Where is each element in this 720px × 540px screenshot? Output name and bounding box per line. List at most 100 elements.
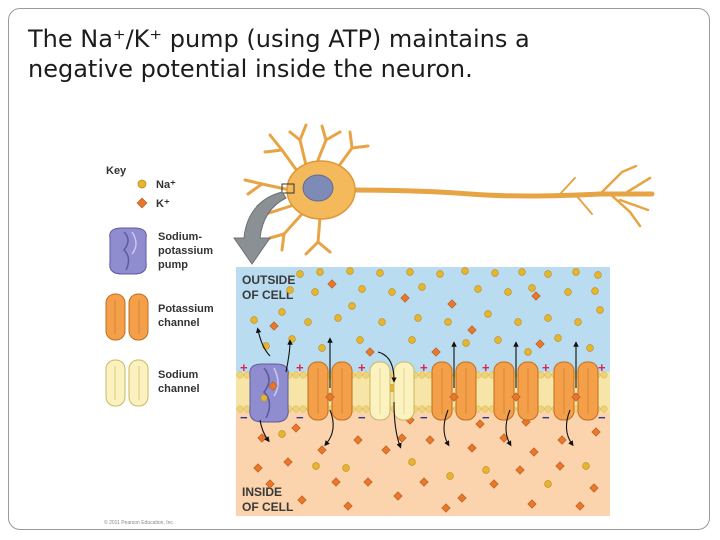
na-ion xyxy=(288,335,296,343)
na-ion xyxy=(342,464,350,472)
k-ion-in-pump xyxy=(268,381,278,391)
channels-layer xyxy=(249,361,599,423)
k-ion xyxy=(575,501,585,511)
na-ion xyxy=(444,318,452,326)
k-ion xyxy=(253,463,263,473)
lipid-head xyxy=(544,405,552,413)
na-ion xyxy=(334,314,342,322)
slide-title-line-2: negative potential inside the neuron. xyxy=(28,55,473,83)
k-ion xyxy=(297,495,307,505)
k-ion xyxy=(363,477,373,487)
neuron-dendrites xyxy=(243,123,370,256)
na-ion xyxy=(514,318,522,326)
lipid-head xyxy=(544,371,552,379)
negative-charge: − xyxy=(358,410,366,425)
k-ion xyxy=(467,325,477,335)
potassium-channel xyxy=(307,361,353,421)
ion-flow-arrow xyxy=(393,401,402,449)
na-ion xyxy=(572,268,580,276)
na-ion xyxy=(278,430,286,438)
k-ion-in-channel xyxy=(325,392,335,402)
na-ion xyxy=(346,267,354,275)
slide-title-line-1: The Na⁺/K⁺ pump (using ATP) maintains a xyxy=(28,25,530,53)
copyright-note: © 2011 Pearson Education, Inc. xyxy=(104,519,174,526)
neuron-illustration xyxy=(233,123,655,265)
key-heading: Key xyxy=(106,165,127,177)
lipid-head xyxy=(355,405,363,413)
key-k-ion-icon xyxy=(136,197,148,209)
membrane-scene: OUTSIDE OF CELL INSIDE OF CELL +++++++−−… xyxy=(236,267,610,516)
na-ion xyxy=(462,339,470,347)
na-ion xyxy=(311,288,319,296)
na-ion xyxy=(564,288,572,296)
na-ion xyxy=(348,302,356,310)
na-ion xyxy=(591,287,599,295)
na-ion xyxy=(312,462,320,470)
lipid-head xyxy=(362,371,370,379)
key-potassium-channel-label-1: Potassium xyxy=(158,303,214,315)
na-ion xyxy=(278,308,286,316)
na-ion xyxy=(491,269,499,277)
negative-charge: − xyxy=(598,410,606,425)
k-ion xyxy=(557,435,567,445)
lipid-head xyxy=(600,405,608,413)
na-ion xyxy=(388,288,396,296)
key-pump-icon xyxy=(109,227,147,275)
k-ion xyxy=(555,461,565,471)
k-ion xyxy=(489,479,499,489)
na-ion xyxy=(586,344,594,352)
ion-flow-arrow xyxy=(259,419,270,443)
ion-flow-arrows xyxy=(255,327,579,449)
neuron-axon xyxy=(349,164,655,228)
k-ion-in-channel xyxy=(449,392,459,402)
k-ion xyxy=(283,457,293,467)
k-ion-in-channel xyxy=(571,392,581,402)
na-ion xyxy=(408,336,416,344)
k-ion xyxy=(425,435,435,445)
na-ion xyxy=(524,348,532,356)
lipid-head xyxy=(355,371,363,379)
lipid-head xyxy=(236,371,244,379)
key-sodium-channel-label-1: Sodium xyxy=(158,369,199,381)
negative-charge: − xyxy=(240,410,248,425)
na-ion xyxy=(596,306,604,314)
lipid-head xyxy=(600,371,608,379)
lipid-head xyxy=(362,405,370,413)
outside-label-2: OF CELL xyxy=(242,288,293,302)
na-ion xyxy=(406,268,414,276)
na-ion xyxy=(446,472,454,480)
na-ion xyxy=(414,314,422,322)
potassium-channel xyxy=(553,361,599,421)
k-ion xyxy=(591,427,601,437)
k-ion xyxy=(365,347,375,357)
na-ion xyxy=(582,462,590,470)
na-ion xyxy=(518,268,526,276)
k-ion xyxy=(257,433,267,443)
lipid-head xyxy=(236,405,244,413)
sodium-channel xyxy=(369,361,415,421)
ion-flow-arrow xyxy=(285,339,293,373)
k-ion xyxy=(317,445,327,455)
lipid-head xyxy=(481,371,489,379)
na-ion xyxy=(594,271,602,279)
key-pump-label-3: pump xyxy=(158,259,188,271)
na-ion xyxy=(286,286,294,294)
negative-charge: − xyxy=(482,410,490,425)
positive-charge: + xyxy=(598,360,606,375)
lipid-head xyxy=(299,405,307,413)
k-ion xyxy=(531,291,541,301)
lipid-head xyxy=(292,371,300,379)
na-ion xyxy=(574,318,582,326)
k-ion xyxy=(535,339,545,349)
key-k-label: K⁺ xyxy=(156,198,170,210)
pump-body xyxy=(249,363,289,423)
na-ion xyxy=(436,270,444,278)
k-ion xyxy=(457,493,467,503)
positive-charge: + xyxy=(542,360,550,375)
k-ion xyxy=(475,419,485,429)
key-sodium-channel-icon xyxy=(105,359,149,407)
ion-flow-arrow xyxy=(443,409,450,447)
key-na-ion-icon xyxy=(137,179,147,189)
membrane-charges: +++++++−−−−−−− xyxy=(240,360,606,425)
